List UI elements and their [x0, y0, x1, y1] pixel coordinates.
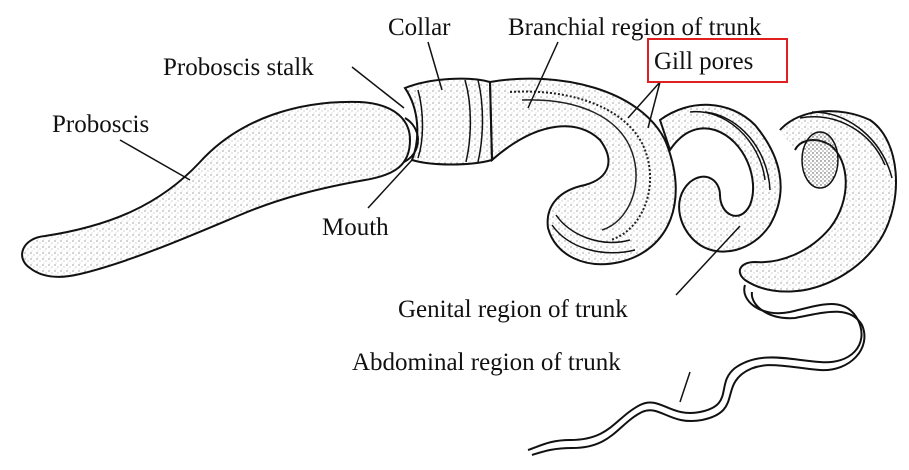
label-proboscis-stalk: Proboscis stalk [163, 55, 314, 80]
label-collar: Collar [388, 15, 451, 40]
label-branchial-region: Branchial region of trunk [508, 15, 761, 40]
label-genital-region: Genital region of trunk [398, 297, 628, 322]
proboscis-leader [120, 140, 190, 180]
label-proboscis: Proboscis [52, 112, 149, 137]
abdominal-region-leader [680, 372, 690, 402]
label-gill-pores: Gill pores [654, 49, 753, 74]
genital-region-shape [660, 105, 781, 252]
label-mouth: Mouth [322, 215, 389, 240]
label-abdominal-region: Abdominal region of trunk [352, 350, 621, 375]
